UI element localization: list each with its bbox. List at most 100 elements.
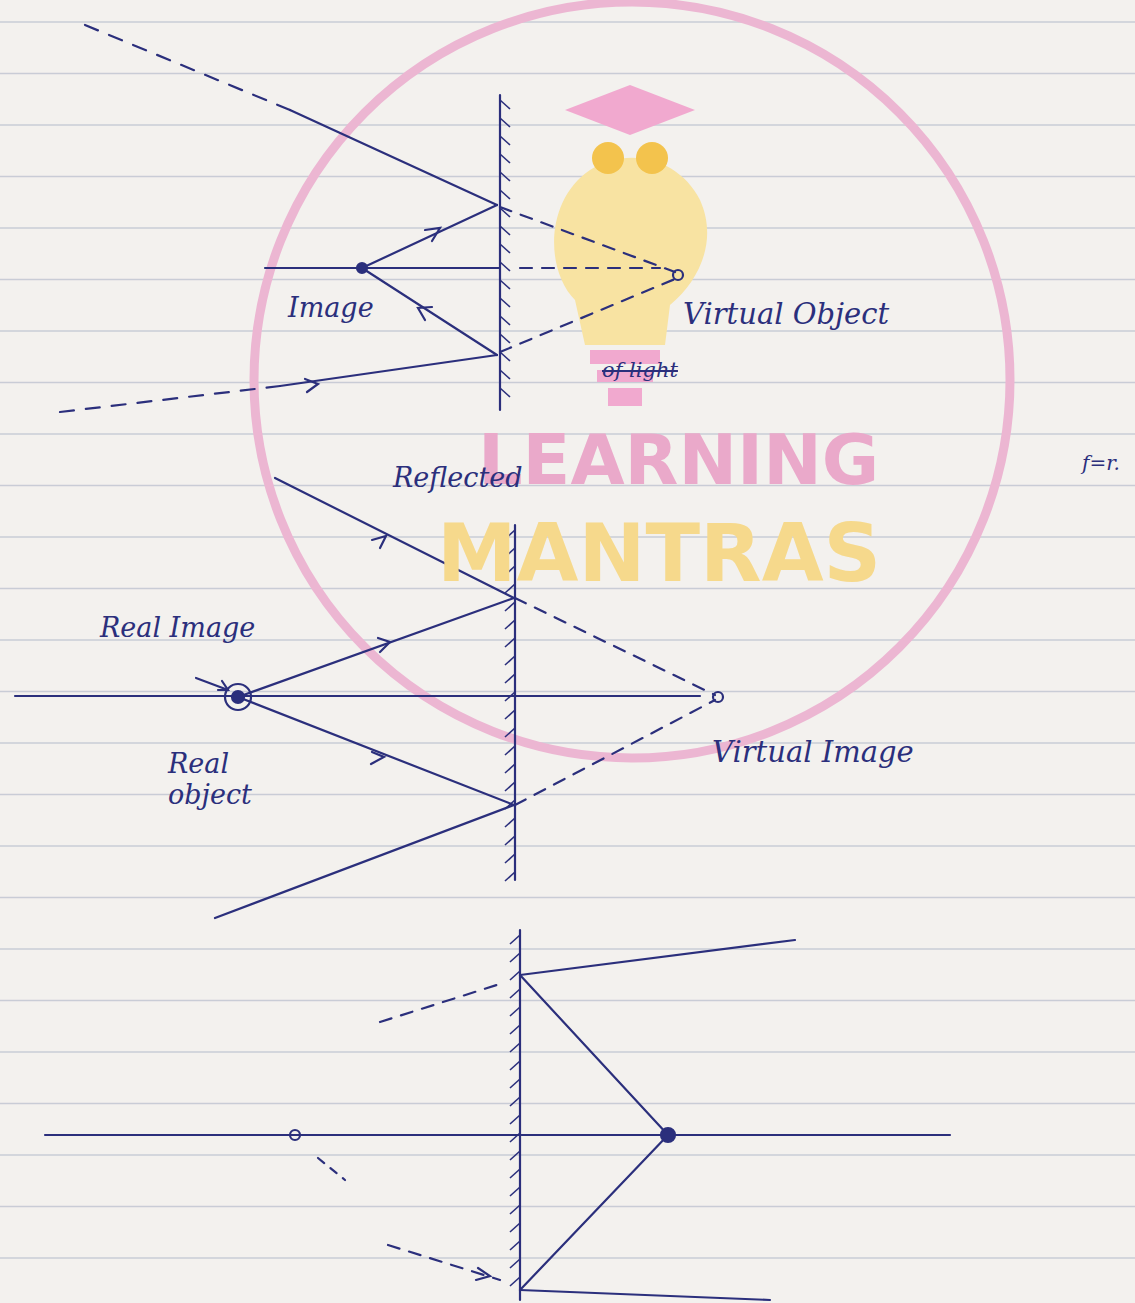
axis <box>265 267 500 269</box>
ray <box>238 697 514 805</box>
hatch <box>505 782 515 791</box>
hatch <box>510 1223 520 1232</box>
hatch <box>510 971 520 980</box>
hatch <box>510 1205 520 1214</box>
image-label: Real Image <box>100 612 255 643</box>
ray <box>362 205 497 268</box>
hatch <box>500 190 510 199</box>
struck-note: of light <box>602 358 678 382</box>
image-point <box>713 692 723 702</box>
hatch <box>500 244 510 253</box>
arrowhead <box>218 681 228 690</box>
hatch <box>510 1115 520 1124</box>
hatch <box>500 226 510 235</box>
hatch <box>500 172 510 181</box>
hatch <box>510 1169 520 1178</box>
arrowhead <box>372 536 386 548</box>
ruled-line <box>0 1103 1135 1104</box>
image-label: Image <box>288 292 374 323</box>
hatch <box>510 1061 520 1070</box>
hatch <box>505 836 515 845</box>
arrowhead <box>371 752 384 764</box>
hatch <box>500 298 510 307</box>
hatch <box>505 674 515 683</box>
hatch <box>500 208 510 217</box>
hatch <box>500 388 510 397</box>
hatch <box>510 989 520 998</box>
hatch <box>510 935 520 944</box>
hatch <box>510 1097 520 1106</box>
hatch <box>505 620 515 629</box>
ruled-line <box>0 124 1135 125</box>
ray <box>520 1135 668 1290</box>
hatch <box>510 953 520 962</box>
arrowhead <box>418 307 432 320</box>
hatch <box>510 1025 520 1034</box>
ray-extension <box>515 598 715 695</box>
ray-extension <box>388 1245 500 1280</box>
cap <box>565 85 695 135</box>
hatch <box>510 1241 520 1250</box>
hatch <box>505 638 515 647</box>
virtual-image-label: Virtual Image <box>712 736 914 769</box>
hatch <box>500 118 510 127</box>
hatch <box>505 764 515 773</box>
hatch <box>505 746 515 755</box>
watermark-text: MANTRAS <box>437 508 881 600</box>
hatch <box>510 1007 520 1016</box>
ruled-line <box>0 382 1135 383</box>
hatch <box>500 352 510 361</box>
arrowhead <box>305 379 318 392</box>
axis <box>15 695 700 697</box>
axis <box>45 1134 950 1136</box>
mirror-hatching <box>500 100 520 1286</box>
object-label: Real object <box>168 748 288 810</box>
hatch <box>500 316 510 325</box>
image-point <box>357 263 367 273</box>
hatch <box>510 1277 520 1286</box>
hatch <box>500 154 510 163</box>
ray <box>520 1290 770 1300</box>
hatch <box>510 1259 520 1268</box>
object-point <box>673 270 683 280</box>
ruled-line <box>0 897 1135 898</box>
hatch <box>505 818 515 827</box>
hatch <box>505 656 515 665</box>
object-point <box>232 691 244 703</box>
arrowhead <box>476 1268 490 1280</box>
hatch <box>505 602 515 611</box>
ruled-line <box>0 73 1135 74</box>
owl-eye <box>636 142 668 174</box>
hatch <box>500 262 510 271</box>
pointer <box>196 678 228 690</box>
hatch <box>505 710 515 719</box>
hatch <box>510 1133 520 1142</box>
hatch <box>510 1187 520 1196</box>
hatch <box>510 1151 520 1160</box>
ruled-line <box>0 1051 1135 1052</box>
ruled-line <box>0 1206 1135 1207</box>
object-ring <box>225 684 251 710</box>
watermark-ring <box>254 2 1010 758</box>
mirror <box>499 95 501 410</box>
hatch <box>500 136 510 145</box>
hatch <box>505 728 515 737</box>
ray-label: Reflected <box>393 462 523 493</box>
owl-eye <box>592 142 624 174</box>
hatch <box>510 1079 520 1088</box>
arrowhead <box>425 228 440 241</box>
ray <box>290 110 497 205</box>
ray <box>85 25 290 110</box>
ruled-line <box>0 176 1135 177</box>
ruled-line <box>0 691 1135 692</box>
axis <box>520 267 660 269</box>
hatch <box>505 800 515 809</box>
ruled-line <box>0 948 1135 949</box>
ray <box>238 598 514 697</box>
hatch <box>505 872 515 881</box>
ray <box>362 268 497 355</box>
ray-extension <box>500 279 675 352</box>
watermark-text: LEARNING <box>478 420 879 501</box>
